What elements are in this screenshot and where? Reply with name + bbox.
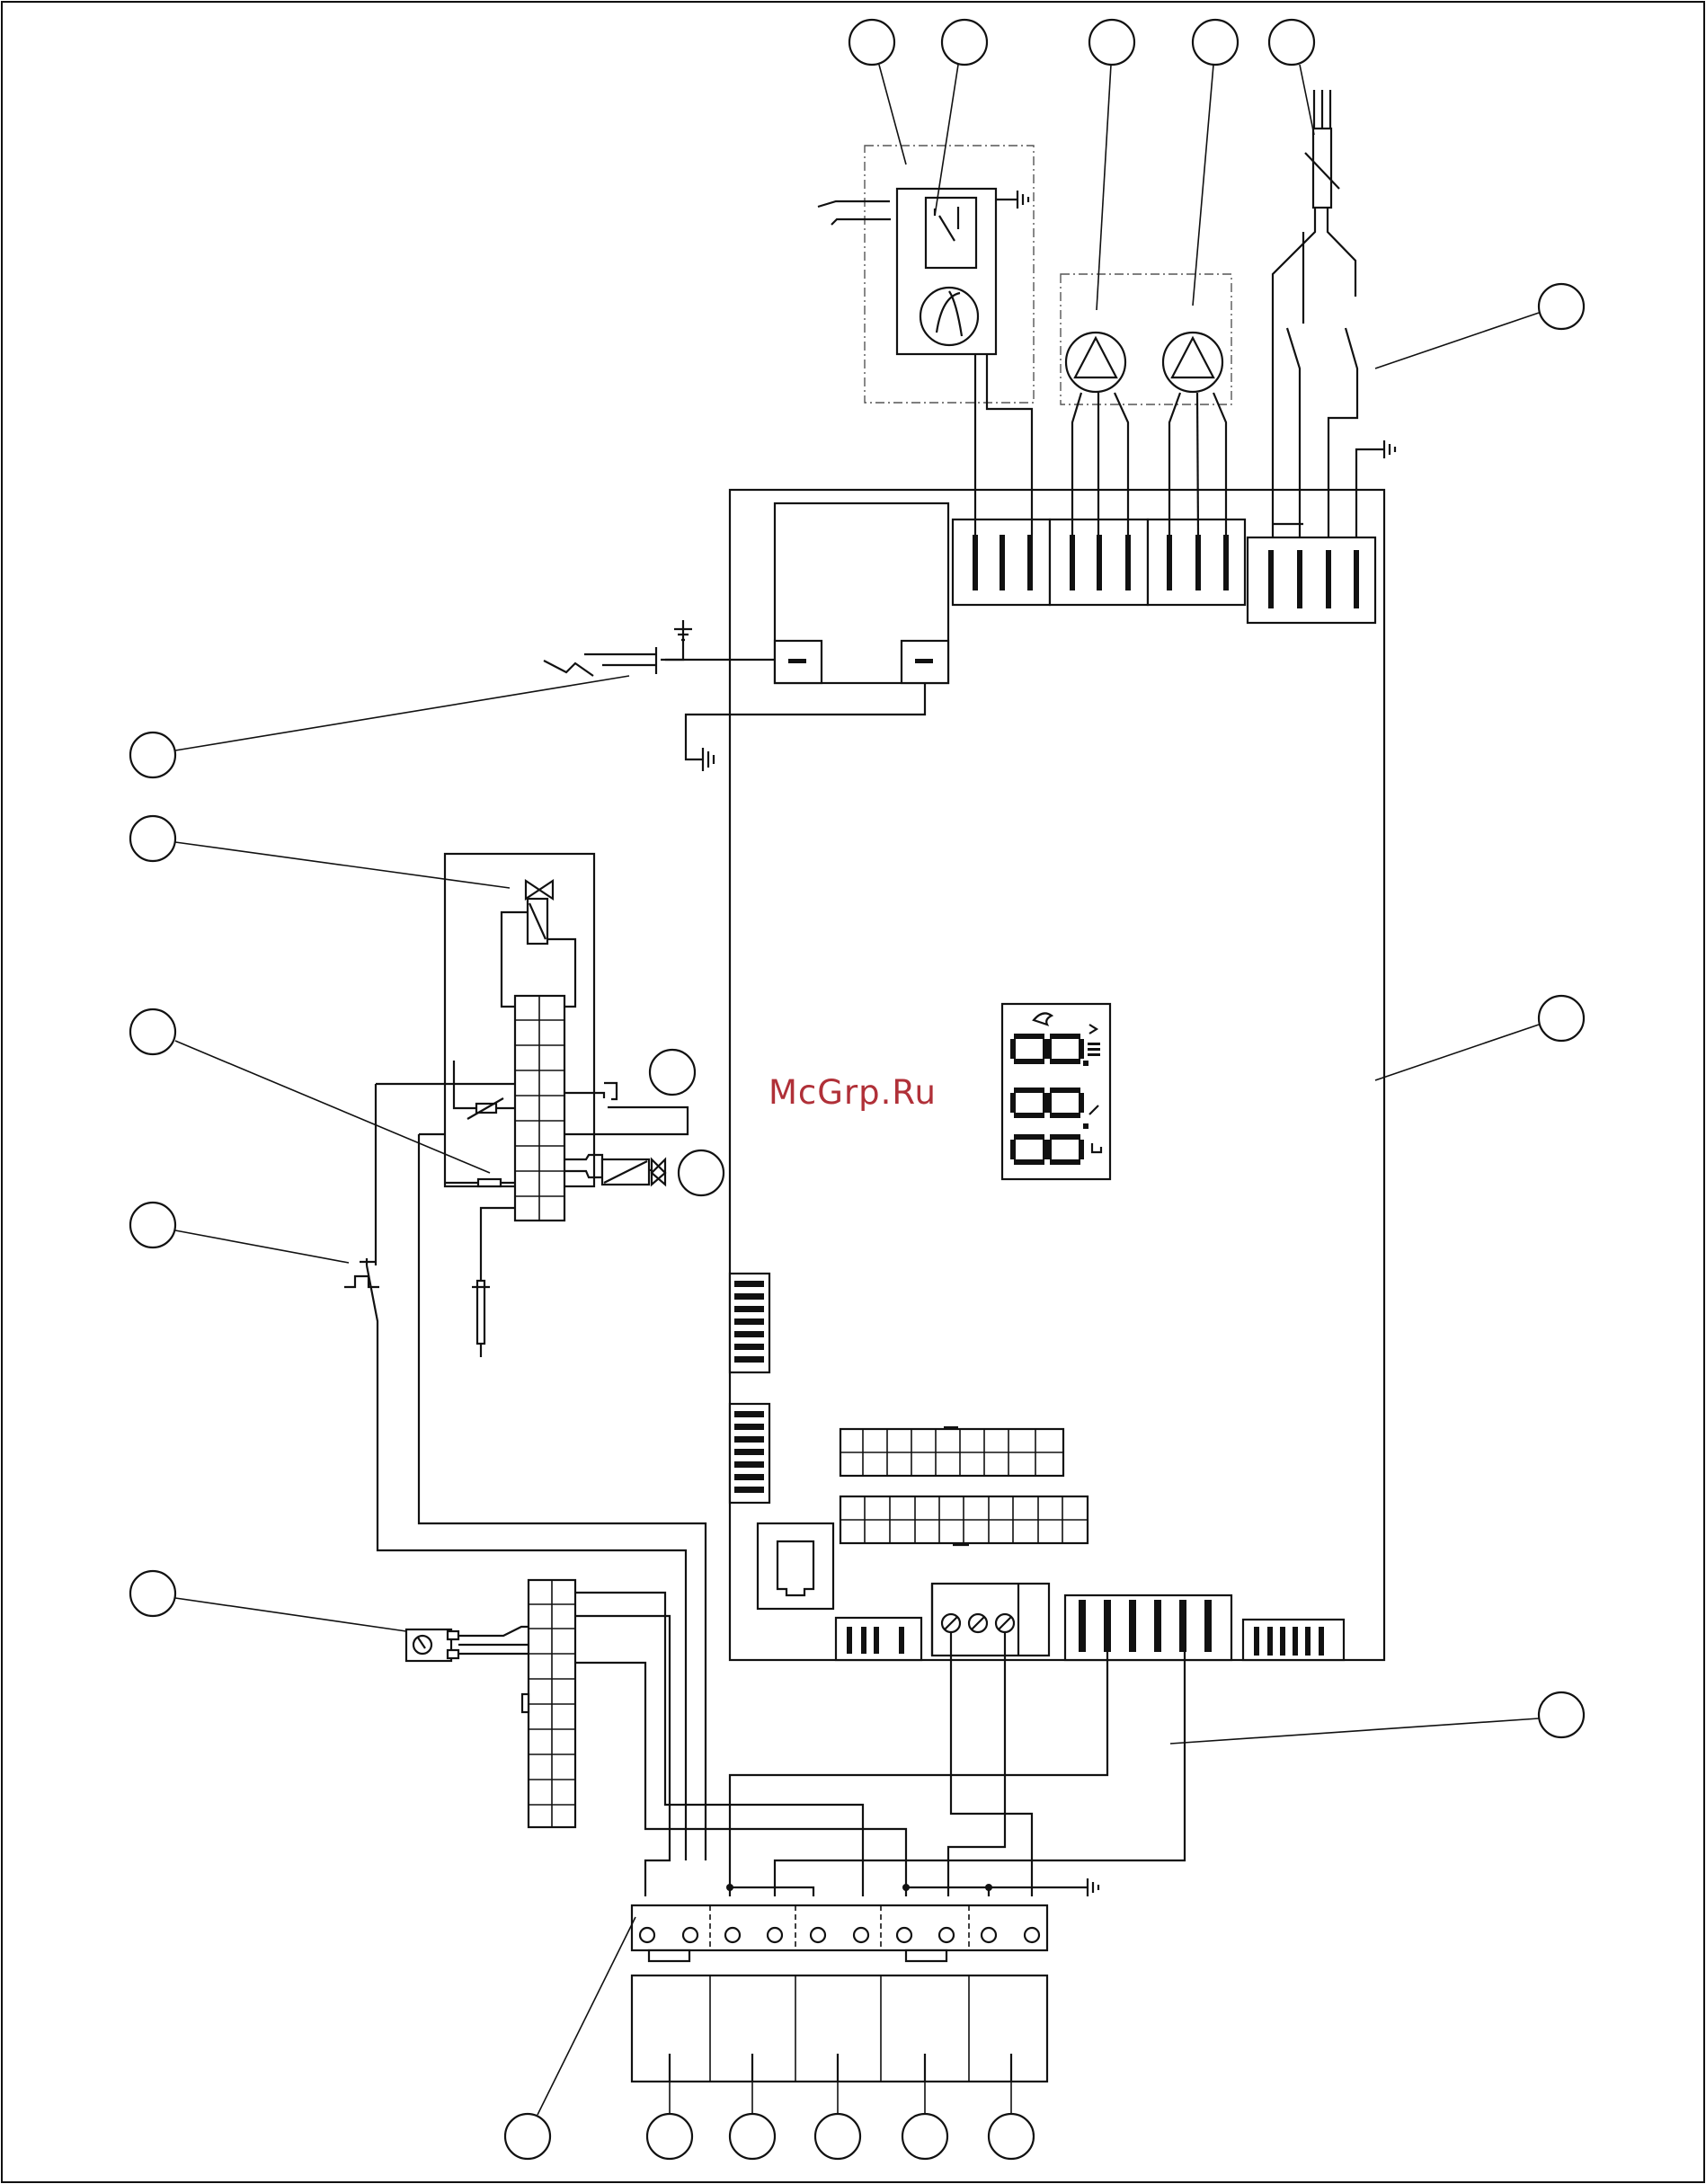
watermark: McGrp.Ru — [769, 1073, 937, 1112]
connector-grid-1 — [839, 1425, 1065, 1478]
connector-grid-2 — [839, 1495, 1089, 1547]
pump-icon — [1064, 331, 1127, 394]
ignition-transformer — [773, 502, 950, 685]
ground-icon — [684, 683, 927, 771]
pump-wires — [1071, 392, 1228, 536]
terminal-cover — [630, 1974, 1049, 2083]
ntc-probe — [472, 1206, 515, 1357]
valve-icon — [564, 1153, 667, 1187]
terminal-block-sensor — [520, 1578, 577, 1829]
fan-wires — [973, 354, 1034, 535]
temperature-sensor-icon — [445, 1177, 515, 1188]
connector-left-1 — [728, 1272, 771, 1374]
connector-top-3 — [1146, 518, 1247, 607]
fan-icon — [895, 187, 998, 356]
valve-icon — [500, 878, 577, 1008]
terminal-strip — [630, 1904, 1049, 1963]
fan-enclosure — [864, 145, 1035, 404]
telephone-jack-icon — [756, 1522, 835, 1611]
spark-electrode-icon — [543, 620, 775, 677]
flow-switch-icon — [344, 1084, 688, 1860]
terminal-block-valve — [513, 994, 566, 1222]
seven-segment-display — [1000, 1002, 1112, 1181]
connector-mains — [1246, 536, 1377, 625]
pump-icon — [1161, 331, 1224, 394]
connector-bottom-power — [1063, 1594, 1233, 1662]
temperature-sensor-icon — [404, 1628, 460, 1663]
callout-markers — [129, 18, 1586, 2161]
bottom-wires — [726, 1632, 1186, 1896]
mains-cable — [1271, 90, 1397, 537]
pumps-enclosure — [1060, 273, 1232, 405]
connector-left-2 — [728, 1402, 771, 1505]
connector-top-1 — [951, 518, 1052, 607]
connector-bottom-6pin — [1241, 1618, 1346, 1662]
temperature-sensor-icon — [452, 1061, 515, 1120]
screw-terminal-3pin — [930, 1582, 1051, 1657]
connector-bottom-4pin — [834, 1616, 923, 1662]
